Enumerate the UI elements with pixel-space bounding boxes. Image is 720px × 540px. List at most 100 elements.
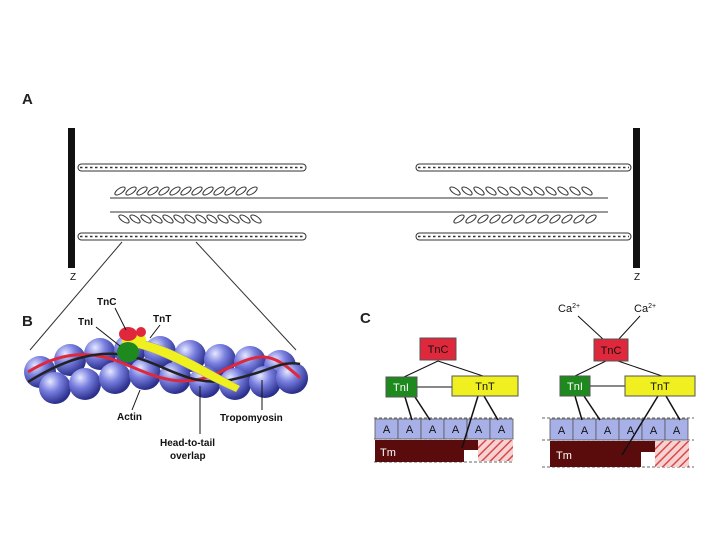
myosin-head	[581, 186, 593, 196]
label-actin: Actin	[117, 412, 142, 423]
myosin-head	[537, 214, 549, 224]
actin-unit-box	[664, 418, 689, 441]
ca-label-right: Ca2+	[634, 303, 656, 315]
tnt-label-left: TnT	[475, 381, 495, 393]
tm-overlap-hatch-left	[478, 440, 513, 461]
tm-bar-left	[375, 440, 478, 462]
thin-filament-top-left	[77, 163, 307, 172]
thin-filament-bottom-left	[77, 232, 307, 241]
z-disc-left	[68, 128, 75, 268]
actin-unit-box	[489, 418, 514, 440]
actin-unit-label: A	[498, 424, 506, 436]
myosin-head	[549, 214, 561, 224]
thin-filament-top-right	[415, 163, 632, 172]
actin-unit-label: A	[475, 424, 483, 436]
myosin-head	[206, 214, 218, 224]
myosin-head	[235, 186, 247, 196]
myosin-head	[136, 186, 148, 196]
zoom-line-right	[195, 241, 297, 351]
tnc-lobe-shape	[136, 327, 146, 337]
tnc-box-right	[593, 338, 629, 362]
panel-a-letter: A	[22, 91, 33, 108]
z-disc-right	[633, 128, 640, 268]
tni-box-left	[385, 376, 418, 398]
actin-unit-label: A	[627, 425, 635, 437]
myosin-head	[202, 186, 214, 196]
myosin-head	[501, 214, 513, 224]
myosin-head	[191, 186, 203, 196]
z-line-left-label: Z	[70, 272, 76, 283]
myosin-head	[497, 186, 509, 196]
actin-unit-label: A	[673, 425, 681, 437]
myosin-head	[557, 186, 569, 196]
tm-label-right: Tm	[556, 450, 572, 462]
myosin-head	[569, 186, 581, 196]
tni-label-right: TnI	[567, 381, 583, 393]
tnc-label-left: TnC	[428, 344, 449, 356]
myosin-head	[513, 214, 525, 224]
tm-label-left: Tm	[380, 447, 396, 459]
myosin-head	[561, 214, 573, 224]
leader-actin	[131, 389, 141, 411]
tnt-shape	[137, 339, 241, 393]
actin-unit-label: A	[383, 424, 391, 436]
leader-tnt	[149, 324, 161, 339]
myosin-head	[162, 214, 174, 224]
actin-unit-label: A	[604, 425, 612, 437]
myosin-head	[213, 186, 225, 196]
label-head-to-tail-line2: overlap	[170, 451, 206, 462]
myosin-head	[485, 186, 497, 196]
myosin-head	[250, 214, 262, 224]
myosin-head	[521, 186, 533, 196]
myosin-head	[125, 186, 137, 196]
myosin-head	[453, 214, 465, 224]
z-line-right-label: Z	[634, 272, 640, 283]
myosin-head	[224, 186, 236, 196]
myosin-head	[114, 186, 126, 196]
thick-filament	[110, 186, 608, 224]
panel-b-letter: B	[22, 313, 33, 330]
myosin-head	[151, 214, 163, 224]
tnt-box-left	[451, 375, 519, 397]
tnc-label-right: TnC	[601, 345, 622, 357]
tropomyosin-strand-red	[27, 353, 302, 383]
tnc-box-left	[419, 337, 457, 361]
label-tnc: TnC	[97, 297, 116, 308]
myosin-head	[246, 186, 258, 196]
myosin-head	[489, 214, 501, 224]
myosin-head	[525, 214, 537, 224]
label-head-to-tail-line1: Head-to-tail	[160, 438, 215, 449]
actin-monomer	[276, 362, 308, 394]
myosin-head	[217, 214, 229, 224]
myosin-head	[180, 186, 192, 196]
actin-unit-label: A	[452, 424, 460, 436]
myosin-head	[509, 186, 521, 196]
myosin-head	[449, 186, 461, 196]
myosin-heads	[114, 186, 597, 224]
myosin-head	[140, 214, 152, 224]
tni-box-right	[559, 375, 591, 397]
myosin-head	[533, 186, 545, 196]
myosin-head	[545, 186, 557, 196]
panel-b: B TnC TnI TnT Actin Head-to-tail overlap…	[22, 297, 308, 462]
tnt-label-right: TnT	[650, 381, 670, 393]
actin-monomer	[39, 372, 71, 404]
tni-shape	[117, 342, 139, 362]
tm-overlap-hatch-right	[655, 441, 689, 467]
leader-tni	[95, 326, 121, 347]
myosin-head	[129, 214, 141, 224]
myosin-head	[147, 186, 159, 196]
leader-tnc	[114, 307, 127, 331]
myosin-head	[573, 214, 585, 224]
tm-bar-right	[550, 441, 655, 467]
myosin-head	[184, 214, 196, 224]
tropomyosin-strand-black	[27, 352, 301, 384]
myosin-head	[169, 186, 181, 196]
myosin-head	[118, 214, 130, 224]
